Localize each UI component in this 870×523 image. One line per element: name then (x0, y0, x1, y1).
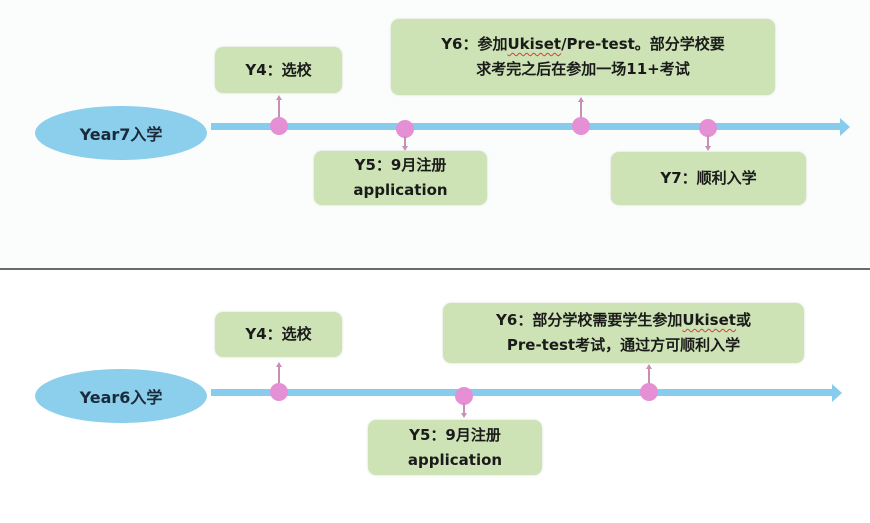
spellcheck-underline: Ukiset (507, 35, 562, 53)
milestone-marker (396, 120, 414, 138)
event-label-line: application (407, 450, 503, 469)
event-label-line: application (353, 181, 448, 199)
milestone-marker (640, 383, 658, 401)
milestone-marker (455, 387, 473, 405)
event-label-line: Y6：部分学校需要学生参加Ukiset或 (496, 311, 751, 329)
event-label-line: 求考完之后在参加一场11+考试 (476, 60, 690, 78)
timeline-panel-year7: Year7入学 Y4：选校 Y5：9月注册 application Y6：参加U… (35, 19, 850, 205)
timeline-panel-year6: Year6入学 Y4：选校 Y5：9月注册 application Y6：部分学… (0, 270, 870, 523)
event-box-y7: Y7：顺利入学 (611, 152, 806, 205)
event-label: Y4：选校 (245, 325, 312, 343)
event-box-y5: Y5：9月注册 application (314, 151, 487, 205)
connector-arrow-icon (646, 364, 652, 369)
connector-stem (707, 135, 709, 148)
spellcheck-underline: Ukiset (682, 311, 736, 329)
connector-stem (463, 403, 465, 415)
connector-stem (278, 365, 280, 383)
event-box-y5: Y5：9月注册 application (368, 420, 542, 475)
connector-stem (580, 100, 582, 118)
event-box-y6: Y6：参加Ukiset/Pre-test。部分学校要 求考完之后在参加一场11+… (391, 19, 775, 95)
connector-arrow-icon (578, 97, 584, 102)
connector-arrow-icon (276, 95, 282, 100)
event-label: Y4：选校 (245, 60, 312, 79)
event-label-line: Pre-test考试，通过方可顺利入学 (506, 336, 741, 354)
start-node-year6: Year6入学 (35, 369, 207, 423)
connector-arrow-icon (276, 362, 282, 367)
connector-stem (404, 136, 406, 148)
milestone-marker (270, 383, 288, 401)
event-label-line: Y6：参加Ukiset/Pre-test。部分学校要 (441, 35, 725, 53)
event-box-y4: Y4：选校 (215, 312, 342, 357)
event-label-line: Y5：9月注册 (354, 156, 447, 174)
start-node-year7: Year7入学 (35, 106, 207, 160)
timeline-arrow-icon (840, 118, 850, 136)
connector-arrow-icon (705, 146, 711, 151)
milestone-marker (699, 119, 717, 137)
connector-stem (648, 367, 650, 384)
milestone-marker (270, 117, 288, 135)
event-label-line: Y5：9月注册 (409, 425, 501, 444)
timeline-line (211, 123, 841, 130)
section-divider (0, 268, 870, 270)
event-label: Y7：顺利入学 (660, 169, 757, 187)
event-box-y4: Y4：选校 (215, 47, 342, 93)
connector-stem (278, 98, 280, 118)
connector-arrow-icon (402, 146, 408, 151)
event-box-y6: Y6：部分学校需要学生参加Ukiset或 Pre-test考试，通过方可顺利入学 (443, 303, 804, 363)
connector-arrow-icon (461, 413, 467, 418)
timeline-line (211, 389, 833, 396)
milestone-marker (572, 117, 590, 135)
timeline-arrow-icon (832, 384, 842, 402)
